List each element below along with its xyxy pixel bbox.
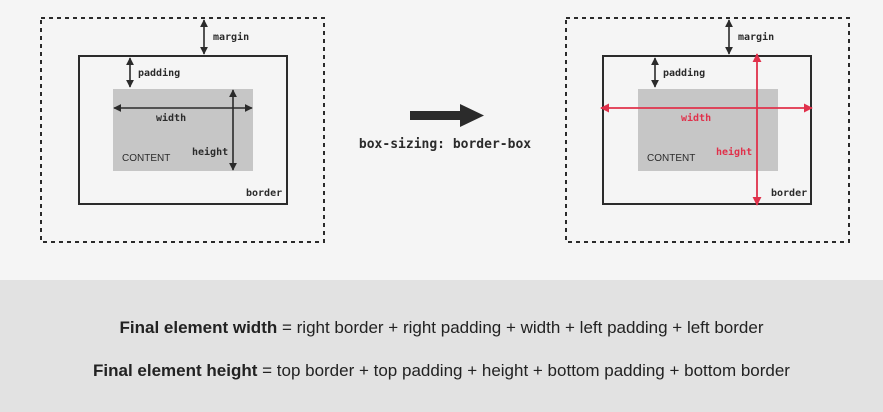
left-diagram: margin padding width height CONTENT bord… [40,17,325,243]
right-padding-label: padding [663,67,705,79]
transition-arrow-icon [460,104,484,127]
height-formula-expression: = top border + top padding + height + bo… [262,361,790,380]
left-width-label: width [156,112,186,124]
width-formula: Final element width = right border + rig… [0,318,883,338]
left-padding-label: padding [138,67,180,79]
height-formula-term: Final element height [93,361,258,380]
right-margin-box [565,17,850,243]
right-content-label: CONTENT [647,153,695,164]
right-width-label: width [681,112,711,124]
left-content-label: CONTENT [122,153,170,164]
right-height-label: height [716,146,752,158]
formula-panel [0,280,883,412]
left-border-label: border [246,188,282,199]
width-formula-term: Final element width [119,318,278,337]
left-border-box [78,55,288,205]
left-margin-box [40,17,325,243]
width-formula-expression: = right border + right padding + width +… [281,318,764,337]
right-border-label: border [771,188,807,199]
transition: box-sizing: border-box [359,104,531,152]
transition-arrow-shaft [410,111,462,120]
height-formula: Final element height = top border + top … [0,361,883,381]
box-sizing-label: box-sizing: border-box [359,137,531,152]
left-margin-label: margin [213,31,249,43]
box-model-diagrams: margin padding width height CONTENT bord… [40,17,850,243]
right-margin-label: margin [738,31,774,43]
left-height-label: height [192,146,228,158]
right-diagram: margin padding width height CONTENT bord… [565,17,850,243]
right-border-box [602,55,812,205]
diagram-area: margin padding width height CONTENT bord… [40,17,850,243]
